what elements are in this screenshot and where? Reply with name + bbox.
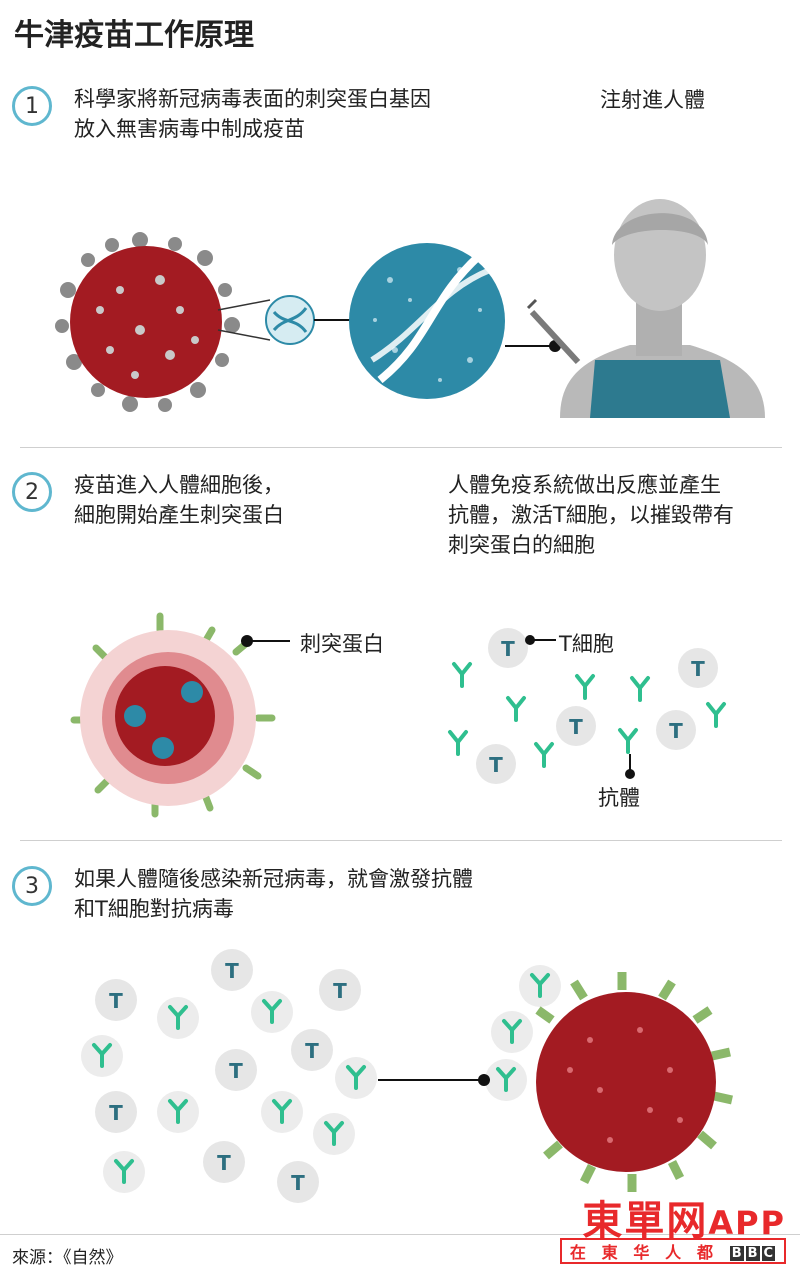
step-2-right-line-1: 人體免疫系統做出反應並產生 (448, 473, 721, 497)
t-cell-letter: T (489, 753, 503, 777)
antibody-icon (502, 1019, 522, 1044)
watermark-app: APP (708, 1204, 786, 1242)
watermark-main: 東單网 (582, 1198, 709, 1244)
t-cell-icon: T (95, 979, 137, 1021)
watermark-char: 東 (601, 1243, 618, 1262)
t-cell-letter: T (305, 1039, 319, 1063)
antibody-icon (530, 973, 550, 998)
antibody-icon (496, 1067, 516, 1092)
infected-cell-icon (70, 612, 276, 818)
antibody-icon (346, 1065, 366, 1090)
t-cell-icon: T (488, 628, 528, 668)
antibody-icon (168, 1099, 188, 1124)
antibody-icon (324, 1121, 344, 1146)
t-cell-icon: T (556, 706, 596, 746)
divider-1 (20, 447, 782, 448)
coronavirus-icon (55, 232, 240, 412)
t-cells-step-3: T T T T T T T T (95, 949, 361, 1203)
step-2-right-line-3: 刺突蛋白的細胞 (448, 533, 595, 557)
step-1-number: 1 (12, 86, 52, 126)
watermark-logo: 東單网APP (582, 1188, 786, 1246)
t-cell-icon: T (215, 1049, 257, 1091)
bbc-letter: C (761, 1245, 776, 1261)
antibody-icon (706, 702, 726, 728)
antibody-icon (506, 696, 526, 722)
watermark-char: 人 (665, 1243, 682, 1262)
antibody-icon (262, 999, 282, 1024)
step-3-line-2: 和T細胞對抗病毒 (74, 897, 234, 921)
t-cell-letter: T (109, 1101, 123, 1125)
step-2-right-line-2: 抗體，激活T細胞，以摧毀帶有 (448, 503, 734, 527)
coronavirus-step-3-icon (535, 972, 733, 1192)
antibody-icon (272, 1099, 292, 1124)
t-cell-icon: T (203, 1141, 245, 1183)
t-cells-step-2: T T T T T (476, 628, 718, 784)
antibody-label: 抗體 (598, 786, 640, 810)
footer-divider (0, 1234, 800, 1235)
antibody-icon (618, 728, 638, 754)
antibodies-step-3 (81, 965, 561, 1193)
t-cell-icon: T (211, 949, 253, 991)
bbc-letter: B (729, 1245, 744, 1261)
t-cell-letter: T (109, 989, 123, 1013)
antibody-icon (114, 1159, 134, 1184)
inject-label: 注射進人體 (600, 88, 705, 112)
watermark-char: 在 (569, 1243, 586, 1262)
dna-icon (349, 243, 505, 399)
antibody-icon (168, 1005, 188, 1030)
step-1-text: 科學家將新冠病毒表面的刺突蛋白基因 放入無害病毒中制成疫苗 (74, 84, 431, 144)
t-cell-letter: T (691, 657, 705, 681)
step-2-text: 疫苗進入人體細胞後， 細胞開始產生刺突蛋白 (74, 470, 284, 530)
person-icon (560, 199, 765, 418)
t-cell-letter: T (569, 715, 583, 739)
syringe-icon (526, 298, 581, 365)
t-cell-icon: T (277, 1161, 319, 1203)
step-3-line-1: 如果人體隨後感染新冠病毒，就會激發抗體 (74, 867, 473, 891)
t-cell-icon: T (656, 710, 696, 750)
t-cell-icon: T (678, 648, 718, 688)
step-3-illustration: T T T T T T T T (81, 949, 733, 1203)
t-cell-letter: T (501, 637, 515, 661)
antibody-icon (448, 730, 468, 756)
t-cell-label: T細胞 (559, 632, 614, 656)
source-note: 來源：《自然》 (12, 1248, 123, 1268)
divider-2 (20, 840, 782, 841)
antibodies-step-2 (448, 662, 726, 768)
step-1-line-1: 科學家將新冠病毒表面的刺突蛋白基因 (74, 87, 431, 111)
antibody-icon (575, 674, 595, 700)
t-cell-letter: T (291, 1171, 305, 1195)
step-2-right-text: 人體免疫系統做出反應並產生 抗體，激活T細胞，以摧毀帶有 刺突蛋白的細胞 (448, 470, 734, 560)
page-title: 牛津疫苗工作原理 (14, 18, 254, 53)
step-3-number: 3 (12, 866, 52, 906)
step-1-illustration (55, 199, 765, 418)
step-1-line-2: 放入無害病毒中制成疫苗 (74, 117, 305, 141)
t-cell-icon: T (476, 744, 516, 784)
t-cell-icon: T (291, 1029, 333, 1071)
step-2-illustration: T T T T T (70, 612, 726, 818)
step-2-line-2: 細胞開始產生刺突蛋白 (74, 503, 284, 527)
t-cell-icon: T (319, 969, 361, 1011)
t-cell-icon: T (95, 1091, 137, 1133)
antibody-icon (630, 676, 650, 702)
t-cell-letter: T (333, 979, 347, 1003)
bbc-letter: B (745, 1245, 760, 1261)
t-cell-letter: T (229, 1059, 243, 1083)
t-cell-letter: T (669, 719, 683, 743)
step-2-number: 2 (12, 472, 52, 512)
t-cell-letter: T (217, 1151, 231, 1175)
watermark-char: 都 (696, 1243, 713, 1262)
antibody-icon (92, 1043, 112, 1068)
step-3-text: 如果人體隨後感染新冠病毒，就會激發抗體 和T細胞對抗病毒 (74, 864, 473, 924)
spike-protein-label: 刺突蛋白 (300, 632, 384, 656)
watermark-char: 华 (633, 1243, 650, 1262)
antibody-icon (452, 662, 472, 688)
antibody-icon (534, 742, 554, 768)
t-cell-letter: T (225, 959, 239, 983)
step-2-line-1: 疫苗進入人體細胞後， (74, 473, 284, 497)
